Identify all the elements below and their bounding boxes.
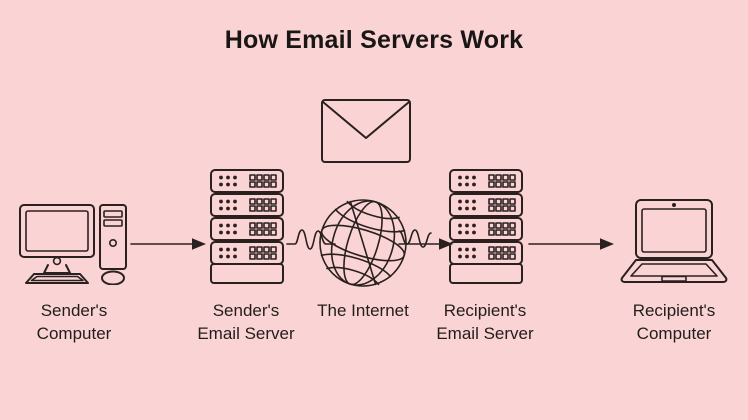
server-rack-icon-recipient (449, 169, 523, 284)
envelope-icon (321, 99, 411, 163)
globe-icon (319, 199, 407, 287)
arrow-sender-to-server (130, 238, 206, 250)
desktop-computer-icon (19, 204, 127, 285)
label-recipient-email-server: Recipient's Email Server (436, 301, 534, 343)
server-rack-icon-sender (210, 169, 284, 284)
laptop-icon (620, 199, 728, 283)
label-sender-computer: Sender's Computer (36, 301, 112, 343)
label-sender-email-server: Sender's Email Server (197, 301, 295, 343)
page-title: How Email Servers Work (224, 26, 524, 54)
arrow-server-to-recipient-computer (528, 238, 614, 250)
arrow-internet-to-recipient-server (398, 229, 453, 250)
label-the-internet: The Internet (317, 301, 409, 320)
label-recipient-computer: Recipient's Computer (632, 301, 716, 343)
